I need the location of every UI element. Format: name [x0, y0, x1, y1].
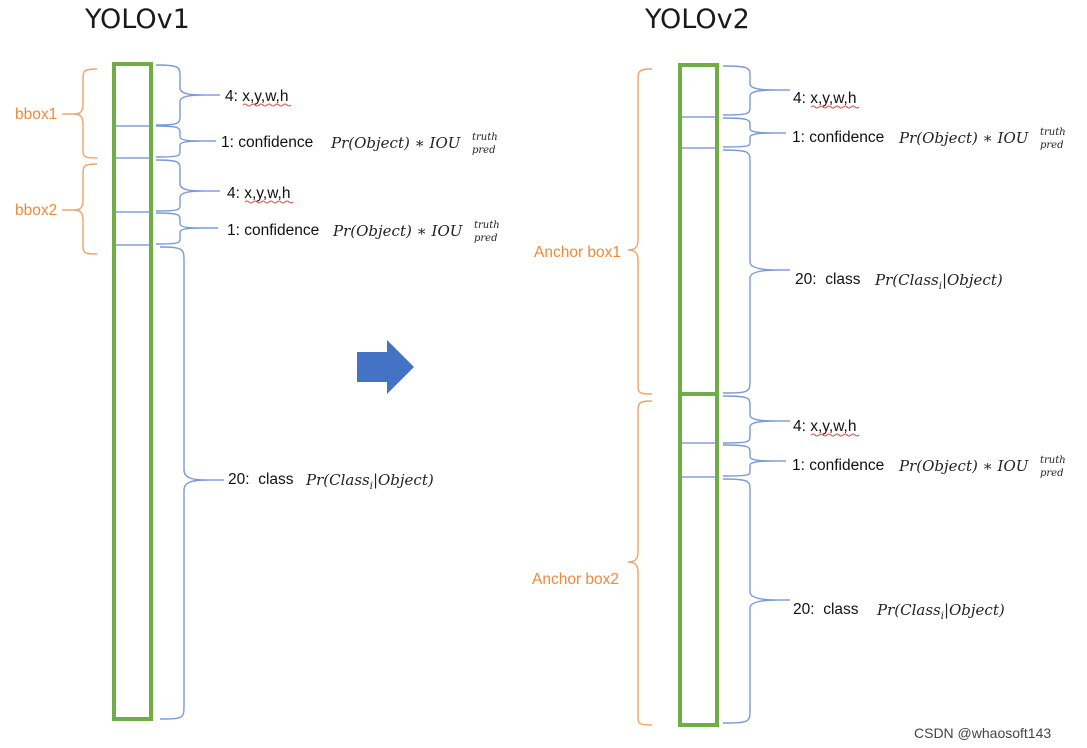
svg-text:20: class: 20: class	[795, 271, 861, 288]
yolov1-row-coords-2: 4: x,y,w,h	[227, 185, 294, 204]
yolov1-brace	[155, 159, 205, 212]
bbox2-brace	[73, 163, 98, 255]
yolov1-brace	[155, 125, 201, 158]
formula-subscript: pred	[472, 145, 496, 156]
spellcheck-underline	[242, 103, 292, 107]
svg-text:4: x,y,w,h: 4: x,y,w,h	[793, 418, 856, 435]
yolov1-output-column	[112, 62, 153, 721]
yolov2-row-coords-2: 4: x,y,w,h	[793, 418, 860, 437]
svg-text:4: x,y,w,h: 4: x,y,w,h	[227, 185, 290, 202]
bbox1-brace	[73, 68, 98, 159]
confidence-formula: Pr(Object) ∗ IOU	[898, 457, 1030, 475]
formula-superscript: truth	[474, 220, 500, 231]
class-formula: Pr(Classi|Object)	[305, 471, 434, 492]
yolov2-row-class-2: 20: class Pr(Classi|Object)	[793, 601, 1005, 622]
yolov2-row-confidence-1: 1: confidence Pr(Object) ∗ IOU truth pre…	[792, 127, 1066, 151]
svg-text:4: x,y,w,h: 4: x,y,w,h	[225, 88, 288, 105]
svg-text:1: confidence: 1: confidence	[221, 134, 313, 151]
yolov1-brace	[155, 64, 205, 126]
formula-superscript: truth	[1040, 127, 1066, 138]
yolov2-brace	[722, 444, 773, 477]
yolov2-output-column-1	[678, 63, 719, 396]
anchor-box1-label: Anchor box1	[534, 244, 621, 261]
svg-text:1: confidence: 1: confidence	[792, 129, 884, 146]
confidence-formula: Pr(Object) ∗ IOU	[898, 129, 1030, 147]
confidence-formula: Pr(Object) ∗ IOU	[330, 134, 462, 152]
yolov1-panel: YOLOv1 bbox1 bbox2 4: x,y,w,h 1: c	[15, 4, 500, 721]
svg-text:1: confidence: 1: confidence	[792, 457, 884, 474]
spellcheck-underline	[810, 433, 860, 437]
svg-text:4: x,y,w,h: 4: x,y,w,h	[793, 90, 856, 107]
right-arrow-icon	[357, 340, 414, 394]
spellcheck-underline	[810, 105, 860, 109]
svg-text:1: confidence: 1: confidence	[227, 222, 319, 239]
bbox1-label: bbox1	[15, 106, 57, 123]
anchor-box1-brace	[627, 68, 653, 395]
yolov2-class-brace	[722, 478, 779, 724]
yolov2-brace	[722, 117, 773, 148]
yolov2-brace	[722, 395, 777, 444]
yolov2-output-column-2	[678, 392, 719, 727]
yolov1-row-class: 20: class Pr(Classi|Object)	[228, 471, 434, 492]
yolov2-row-confidence-2: 1: confidence Pr(Object) ∗ IOU truth pre…	[792, 455, 1066, 479]
spellcheck-underline	[244, 200, 294, 204]
yolov1-row-coords-1: 4: x,y,w,h	[225, 88, 292, 107]
yolov2-panel: YOLOv2 Anchor box1 Anchor box2 4: x,y,w,…	[532, 4, 1066, 727]
yolov1-brace	[155, 212, 201, 245]
formula-subscript: pred	[1040, 140, 1064, 151]
formula-superscript: truth	[472, 132, 498, 143]
yolov2-class-brace	[722, 149, 779, 394]
confidence-formula: Pr(Object) ∗ IOU	[332, 222, 464, 240]
anchor-box2-label: Anchor box2	[532, 571, 619, 588]
formula-superscript: truth	[1040, 455, 1066, 466]
formula-subscript: pred	[1040, 468, 1064, 479]
watermark: CSDN @whaosoft143	[914, 725, 1051, 741]
svg-text:20: class: 20: class	[228, 471, 294, 488]
yolov1-row-confidence-2: 1: confidence Pr(Object) ∗ IOU truth pre…	[227, 220, 500, 244]
yolov2-row-class-1: 20: class Pr(Classi|Object)	[795, 271, 1003, 292]
formula-subscript: pred	[474, 233, 498, 244]
yolov2-title: YOLOv2	[644, 4, 750, 35]
svg-text:20: class: 20: class	[793, 601, 859, 618]
class-formula: Pr(Classi|Object)	[876, 601, 1005, 622]
yolov1-title: YOLOv1	[84, 4, 190, 35]
yolov1-class-brace	[159, 246, 209, 720]
yolov2-brace	[722, 65, 777, 116]
yolov1-row-confidence-1: 1: confidence Pr(Object) ∗ IOU truth pre…	[221, 132, 498, 156]
bbox2-label: bbox2	[15, 202, 57, 219]
anchor-box2-brace	[627, 400, 653, 726]
yolov2-row-coords-1: 4: x,y,w,h	[793, 90, 860, 109]
class-formula: Pr(Classi|Object)	[874, 271, 1003, 292]
